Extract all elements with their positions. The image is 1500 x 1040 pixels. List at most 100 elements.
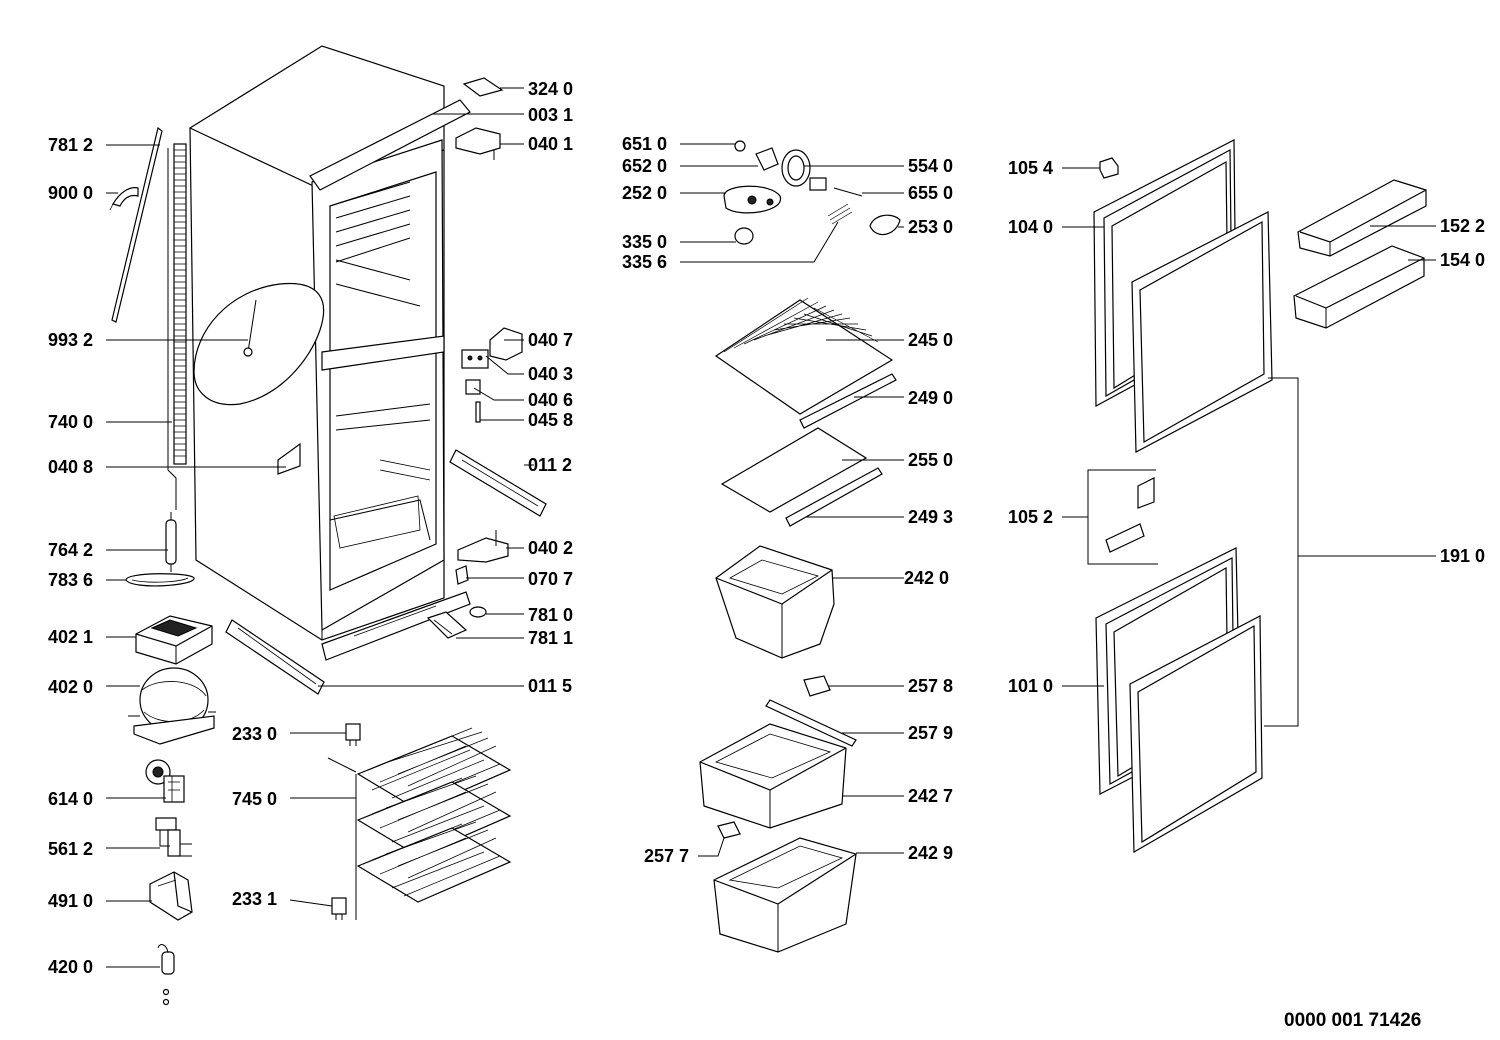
part-781-1-foot	[426, 611, 468, 639]
label-651-0: 651 0	[622, 134, 667, 154]
part-labels: 324 0 003 1 040 1 781 2 900 0 993 2 740 …	[48, 79, 1485, 977]
label-152-2: 152 2	[1440, 216, 1485, 236]
label-781-2: 781 2	[48, 135, 93, 155]
label-249-3: 249 3	[908, 507, 953, 527]
part-cabinet	[189, 45, 471, 661]
document-number: 0000 001 71426	[1284, 1010, 1421, 1031]
part-152-2-door-shelf	[1297, 179, 1427, 257]
part-011-5-rail	[225, 619, 325, 695]
part-249-3-trim	[785, 467, 883, 527]
part-900-0-clip	[109, 187, 139, 211]
part-233-1-clip	[331, 897, 347, 920]
part-253-0-cover	[869, 214, 901, 236]
label-011-2: 011 2	[528, 455, 572, 475]
label-045-8: 045 8	[528, 410, 573, 430]
part-249-0-trim	[799, 373, 897, 429]
part-993-2-probe	[243, 299, 257, 357]
label-255-0: 255 0	[908, 450, 953, 470]
part-652-0-socket	[755, 147, 779, 171]
part-233-0-clip	[345, 723, 361, 746]
label-040-1: 040 1	[528, 134, 573, 154]
label-191-0: 191 0	[1440, 546, 1485, 566]
part-335-0-knob	[734, 227, 754, 245]
label-252-0: 252 0	[622, 183, 667, 203]
label-233-0: 233 0	[232, 724, 277, 744]
label-040-6: 040 6	[528, 390, 573, 410]
part-upper-door-gasket	[1131, 211, 1273, 453]
part-614-0-thermostat	[145, 759, 185, 803]
leader-lines	[106, 87, 1436, 968]
label-420-0: 420 0	[48, 957, 93, 977]
label-104-0: 104 0	[1008, 217, 1053, 237]
label-154-0: 154 0	[1440, 250, 1485, 270]
label-011-5: 011 5	[528, 676, 572, 696]
part-655-0-switch	[809, 177, 863, 197]
part-154-0-door-shelf	[1293, 245, 1425, 329]
label-242-0: 242 0	[904, 568, 949, 588]
label-781-0: 781 0	[528, 605, 573, 625]
label-783-6: 783 6	[48, 570, 93, 590]
label-257-9: 257 9	[908, 723, 953, 743]
part-554-0-ring	[781, 149, 811, 187]
part-257-8-clip	[803, 675, 831, 697]
label-335-6: 335 6	[622, 252, 667, 272]
part-040-7-bracket	[489, 327, 523, 361]
part-252-0-housing	[723, 185, 781, 214]
part-335-6-spring	[827, 203, 853, 225]
part-764-2-filter-drier	[165, 512, 177, 572]
part-491-0-cover	[149, 871, 193, 921]
label-745-0: 745 0	[232, 789, 277, 809]
label-993-2: 993 2	[48, 330, 93, 350]
label-105-2: 105 2	[1008, 507, 1053, 527]
part-255-0-glass	[720, 427, 868, 513]
label-242-7: 242 7	[908, 786, 953, 806]
part-651-0-bulb	[734, 140, 746, 152]
part-lower-door-gasket	[1129, 615, 1263, 854]
part-242-9-crisper	[713, 837, 857, 953]
label-402-0: 402 0	[48, 677, 93, 697]
label-040-3: 040 3	[528, 364, 573, 384]
label-003-1: 003 1	[528, 105, 573, 125]
label-740-0: 740 0	[48, 412, 93, 432]
part-740-0-condenser	[167, 143, 187, 510]
part-011-2-rail	[449, 449, 547, 517]
label-764-2: 764 2	[48, 540, 93, 560]
part-745-0-wire-baskets	[327, 727, 512, 920]
part-105-4-cap	[1099, 157, 1119, 179]
label-101-0: 101 0	[1008, 676, 1053, 696]
part-242-0-bin	[715, 545, 835, 659]
part-040-2-hinge	[457, 530, 509, 563]
part-402-0-compressor	[128, 667, 216, 745]
part-781-2-rod	[111, 126, 163, 323]
part-257-9-rail	[765, 699, 857, 747]
part-783-6-tube	[125, 573, 195, 587]
label-781-1: 781 1	[528, 628, 573, 648]
label-040-8: 040 8	[48, 457, 93, 477]
part-245-0-shelf	[714, 297, 894, 415]
part-242-7-drawer	[699, 723, 847, 829]
part-420-0-capacitor	[157, 944, 175, 1006]
part-324-0	[462, 77, 504, 97]
label-040-2: 040 2	[528, 538, 573, 558]
label-253-0: 253 0	[908, 217, 953, 237]
label-324-0: 324 0	[528, 79, 573, 99]
label-257-8: 257 8	[908, 676, 953, 696]
part-402-1-relay-box	[135, 615, 213, 665]
label-040-7: 040 7	[528, 330, 573, 350]
label-070-7: 070 7	[528, 569, 573, 589]
label-614-0: 614 0	[48, 789, 93, 809]
label-335-0: 335 0	[622, 232, 667, 252]
label-257-7: 257 7	[644, 846, 689, 866]
label-402-1: 402 1	[48, 627, 93, 647]
part-781-0-foot	[469, 606, 487, 618]
part-040-1-hinge	[455, 127, 501, 160]
label-105-4: 105 4	[1008, 158, 1053, 178]
part-105-2-hinge-kit	[1087, 469, 1158, 565]
label-242-9: 242 9	[908, 843, 953, 863]
part-040-6-plate	[465, 379, 481, 395]
label-491-0: 491 0	[48, 891, 93, 911]
label-561-2: 561 2	[48, 839, 93, 859]
part-070-7-rail	[455, 565, 469, 585]
part-257-7-clip	[717, 821, 741, 839]
